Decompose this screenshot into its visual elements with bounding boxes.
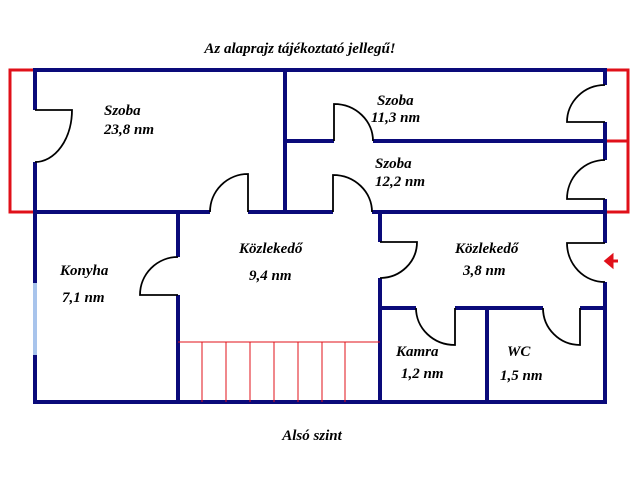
door-konyha bbox=[139, 256, 179, 296]
staircase bbox=[178, 341, 380, 402]
room-name: Szoba bbox=[375, 156, 412, 172]
room-name: WC bbox=[507, 344, 531, 360]
level-label: Alsó szint bbox=[281, 428, 342, 444]
room-area: 11,3 nm bbox=[371, 110, 420, 126]
room-name: Közlekedő bbox=[454, 241, 520, 257]
entrance-arrow-icon bbox=[603, 252, 618, 270]
doors bbox=[34, 84, 606, 346]
room-area: 1,5 nm bbox=[500, 368, 543, 384]
walls bbox=[33, 68, 607, 404]
door-balcony-right-2 bbox=[566, 159, 606, 200]
room-area: 12,2 nm bbox=[375, 174, 425, 190]
room-name: Konyha bbox=[59, 263, 109, 279]
room-area: 1,2 nm bbox=[401, 366, 444, 382]
room-name: Szoba bbox=[377, 93, 414, 109]
balconies bbox=[8, 68, 630, 214]
door-szoba-2 bbox=[333, 103, 374, 142]
door-szoba-3 bbox=[332, 174, 373, 213]
door-kamra bbox=[415, 307, 456, 346]
room-area: 7,1 nm bbox=[62, 290, 105, 306]
room-area: 9,4 nm bbox=[249, 268, 292, 284]
room-area: 23,8 nm bbox=[103, 122, 154, 138]
room-name: Kamra bbox=[395, 344, 439, 360]
room-area: 3,8 nm bbox=[462, 263, 506, 279]
door-balcony-right-1 bbox=[566, 84, 606, 123]
door-hall bbox=[379, 241, 418, 279]
disclaimer-title: Az alaprajz tájékoztató jellegű! bbox=[203, 41, 395, 57]
door-wc bbox=[542, 307, 581, 346]
door-szoba-1 bbox=[209, 173, 249, 213]
room-name: Szoba bbox=[104, 103, 141, 119]
door-balcony-left bbox=[34, 109, 73, 163]
door-entrance bbox=[566, 242, 606, 283]
room-name: Közlekedő bbox=[238, 241, 304, 257]
